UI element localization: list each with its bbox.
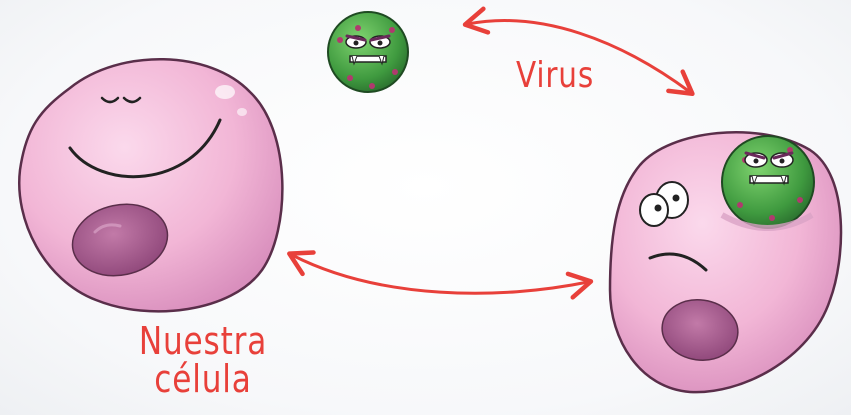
double-arrow-icon — [292, 255, 588, 293]
cell-label-line2: célula — [133, 360, 272, 398]
embedded-virus-icon — [722, 136, 814, 228]
cell-label: Nuestra célula — [133, 322, 272, 398]
virus-icon — [328, 12, 408, 92]
worried-cell-icon — [610, 132, 841, 392]
cell-label-line1: Nuestra — [133, 322, 272, 360]
virus-label: Virus — [510, 58, 600, 94]
smiling-cell-icon — [19, 59, 282, 311]
